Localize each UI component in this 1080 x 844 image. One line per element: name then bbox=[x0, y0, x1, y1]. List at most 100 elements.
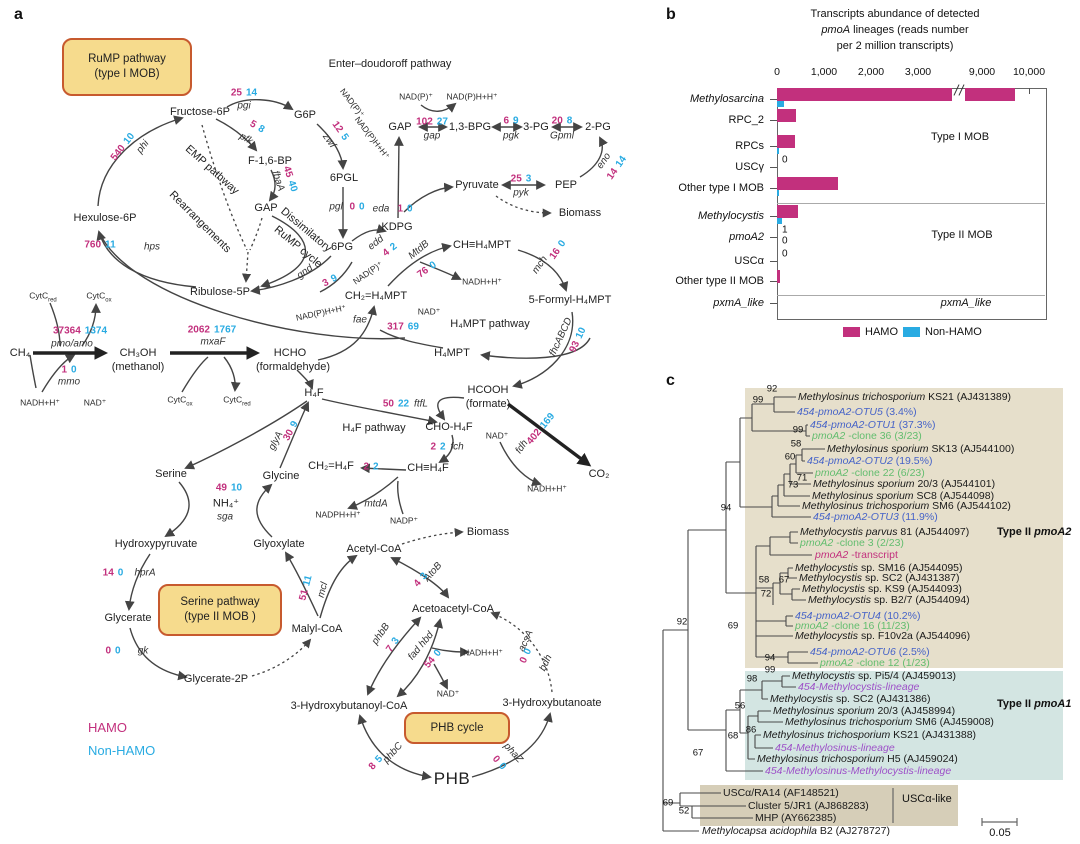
enzyme-label: pgl bbox=[329, 201, 343, 213]
metabolite-label: Malyl-CoA bbox=[291, 623, 343, 635]
read-count-pair: 9310 bbox=[567, 325, 589, 355]
metabolite-label: PEP bbox=[554, 179, 578, 191]
cofactor-label: NAD(P)H+H⁺ bbox=[352, 114, 393, 161]
tree-leaf-label: 454-pmoA2-OTU3 (11.9%) bbox=[813, 511, 938, 523]
panel-b-letter: b bbox=[666, 6, 676, 23]
rump-box-line1: RuMP pathway bbox=[88, 53, 166, 66]
enzyme-label: ftfL bbox=[414, 398, 428, 410]
cofactor-label: NAD(P)H+H⁺ bbox=[446, 91, 498, 102]
read-count-pair: 5111 bbox=[297, 574, 315, 602]
metabolite-label: Glyoxylate bbox=[253, 538, 305, 550]
metabolite-label: Acetyl-CoA bbox=[346, 543, 402, 555]
category-tick bbox=[770, 188, 777, 189]
bootstrap-value: 67 bbox=[692, 747, 704, 759]
axis-tick bbox=[1029, 88, 1030, 94]
chart-title-line2-rest: lineages (reads number bbox=[850, 24, 969, 36]
mob-group-label: pxmA_like bbox=[940, 297, 992, 309]
read-count-pair: 39 bbox=[320, 272, 340, 290]
metabolite-label: CH≡H₄MPT bbox=[453, 239, 511, 251]
enzyme-label: gk bbox=[137, 645, 149, 657]
bootstrap-value: 56 bbox=[734, 700, 746, 712]
category-tick bbox=[770, 237, 777, 238]
metabolite-label: CH₂=H₄F bbox=[308, 460, 354, 472]
nonhamo-bar bbox=[777, 148, 779, 154]
cofactor-label: CytCred bbox=[29, 290, 57, 304]
cofactor-label: CytCox bbox=[167, 394, 193, 408]
pathway-region-label: Enter–doudoroff pathway bbox=[328, 58, 452, 70]
metabolite-label: HCOOH bbox=[467, 384, 509, 396]
category-tick bbox=[770, 303, 777, 304]
enzyme-label: eda bbox=[372, 203, 390, 215]
read-count-pair: 00 bbox=[489, 753, 509, 773]
metabolite-label: 5-Formyl-H₄MPT bbox=[528, 294, 612, 306]
tree-leaf-label: 454-pmoA2-OTU5 (3.4%) bbox=[797, 406, 917, 418]
bootstrap-value: 71 bbox=[796, 472, 808, 484]
tree-leaf-label: Methylocystis sp. B2/7 (AJ544094) bbox=[808, 594, 970, 606]
chart-title-line2: pmoA lineages (reads number bbox=[821, 24, 968, 36]
axis-tick-label: 1,000 bbox=[810, 66, 838, 78]
bootstrap-value: 92 bbox=[676, 616, 688, 628]
enzyme-label: bdh bbox=[537, 653, 555, 673]
cofactor-label: NAD(P)H+H⁺ bbox=[294, 302, 347, 323]
tree-leaf-label: Methylocystis sp. F10v2a (AJ544096) bbox=[795, 630, 971, 642]
hamo-bar bbox=[777, 135, 795, 148]
bar-category-label: Methylosarcina bbox=[690, 93, 764, 105]
metabolite-label: Biomass bbox=[558, 207, 602, 219]
metabolite-label: 3-Hydroxybutanoyl-CoA bbox=[290, 700, 408, 712]
nonhamo-legend-label: Non-HAMO bbox=[925, 326, 982, 338]
enzyme-label: pgk bbox=[502, 130, 520, 142]
bootstrap-value: 99 bbox=[752, 394, 764, 406]
panel-a-letter: a bbox=[14, 6, 23, 23]
clade-label-pmoa2: Type II pmoA2 bbox=[997, 526, 1072, 538]
metabolite-label: 2-PG bbox=[585, 121, 611, 133]
hamo-legend-label: HAMO bbox=[88, 720, 127, 735]
cofactor-label: NAD⁺ bbox=[83, 397, 107, 408]
tree-leaf-label: Methylosinus trichosporium KS21 (AJ43138… bbox=[763, 729, 977, 741]
bootstrap-value: 99 bbox=[764, 664, 776, 676]
enzyme-label: fhcABCD bbox=[547, 316, 575, 358]
read-count-pair: 160 bbox=[547, 238, 569, 262]
tree-leaf-label: Methylosinus sporium SC8 (AJ544098) bbox=[812, 490, 995, 502]
metabolite-label: Pyruvate bbox=[455, 179, 499, 191]
bootstrap-value: 94 bbox=[764, 652, 776, 664]
bootstrap-value: 99 bbox=[792, 424, 804, 436]
serine-box-line1: Serine pathway bbox=[180, 596, 260, 609]
enzyme-label: gap bbox=[423, 130, 441, 142]
pathway-region-label: H₄F pathway bbox=[342, 422, 406, 434]
axis-tick-label: 3,000 bbox=[904, 66, 932, 78]
pathway-arrows bbox=[29, 98, 608, 781]
mob-group-label: Type II MOB bbox=[931, 229, 993, 241]
metabolite-label: (methanol) bbox=[111, 361, 165, 373]
bar-category-label: Other type I MOB bbox=[678, 182, 764, 194]
tree-leaf-label: Methylosinus trichosporium KS21 (AJ43138… bbox=[798, 391, 1012, 403]
cofactor-label: NADH+H⁺ bbox=[20, 397, 60, 408]
rump-pathway-box: RuMP pathway (type I MOB) bbox=[62, 38, 192, 96]
bar-category-label: RPCs bbox=[735, 140, 764, 152]
metabolite-label: Hydroxypyruvate bbox=[114, 538, 198, 550]
scale-bar-label: 0.05 bbox=[989, 827, 1011, 839]
axis-tick-label: 9,000 bbox=[968, 66, 996, 78]
cofactor-label: NADH+H⁺ bbox=[527, 483, 567, 494]
hamo-bar-segment bbox=[965, 88, 1015, 101]
tree-leaf-label: Methylosinus sporium 20/3 (AJ544101) bbox=[813, 478, 996, 490]
hamo-bar bbox=[777, 177, 839, 190]
metabolite-label: Hexulose-6P bbox=[73, 212, 137, 224]
tree-leaf-label: 454-Methylosinus-Methylocystis-lineage bbox=[765, 765, 952, 777]
tree-leaf-label: Methylocapsa acidophila B2 (AJ278727) bbox=[702, 825, 890, 837]
cofactor-label: CytCox bbox=[86, 290, 112, 304]
bootstrap-value: 58 bbox=[790, 438, 802, 450]
read-count-pair: 760 bbox=[415, 259, 439, 281]
metabolite-label: 1,3-BPG bbox=[448, 121, 492, 133]
enzyme-label: MtdB bbox=[406, 238, 432, 262]
pathway-region-label: Rearrangements bbox=[166, 188, 234, 256]
metabolite-label: 3-Hydroxybutanoate bbox=[502, 697, 602, 709]
